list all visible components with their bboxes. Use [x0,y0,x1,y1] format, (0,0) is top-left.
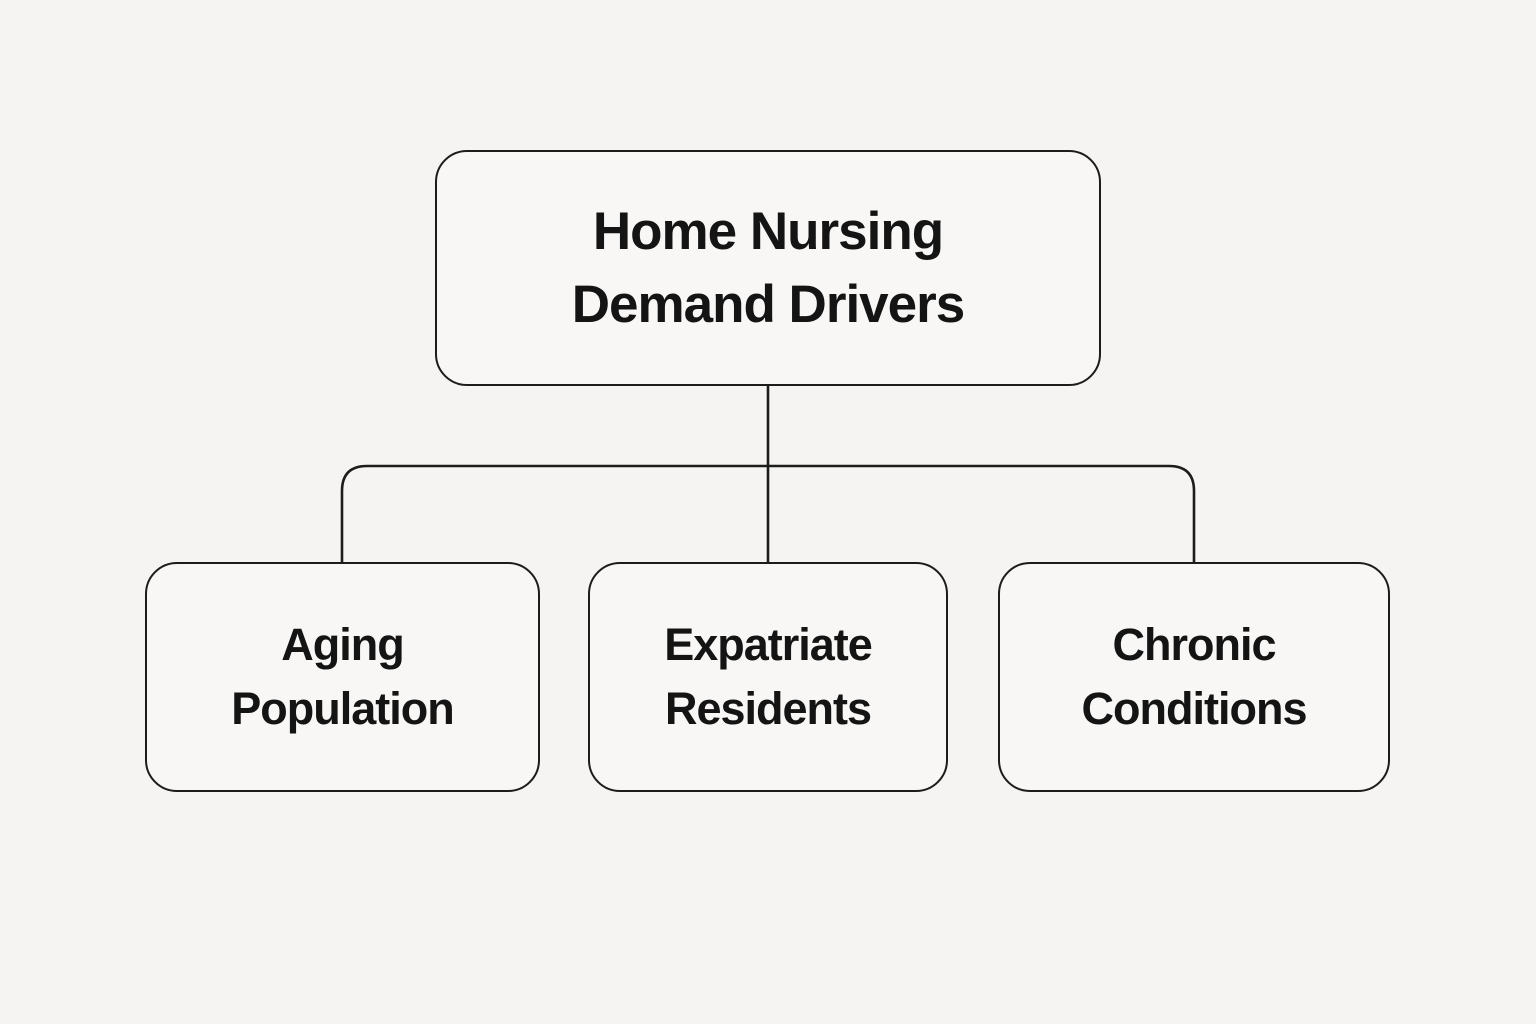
connector-rail-left-right [340,464,1196,562]
child-1-label-line-1: Aging [281,619,404,671]
child-2-label-line-1: Expatriate [664,619,873,671]
child-node-chronic-conditions: Chronic Conditions [998,562,1390,792]
child-1-label-line-2: Population [231,683,454,734]
root-label-line-1: Home Nursing [592,201,944,261]
child-node-label: Expatriate Residents [664,613,873,741]
child-2-label-line-2: Residents [664,683,872,734]
root-node-label: Home Nursing Demand Drivers [571,195,966,341]
child-node-aging-population: Aging Population [145,562,540,792]
child-3-label-line-2: Conditions [1081,683,1308,734]
child-node-label: Aging Population [231,613,454,741]
root-label-line-2: Demand Drivers [571,275,966,334]
child-3-label-line-1: Chronic [1112,619,1276,671]
root-node-home-nursing-demand-drivers: Home Nursing Demand Drivers [435,150,1101,386]
child-node-expatriate-residents: Expatriate Residents [588,562,948,792]
child-node-label: Chronic Conditions [1081,613,1308,741]
